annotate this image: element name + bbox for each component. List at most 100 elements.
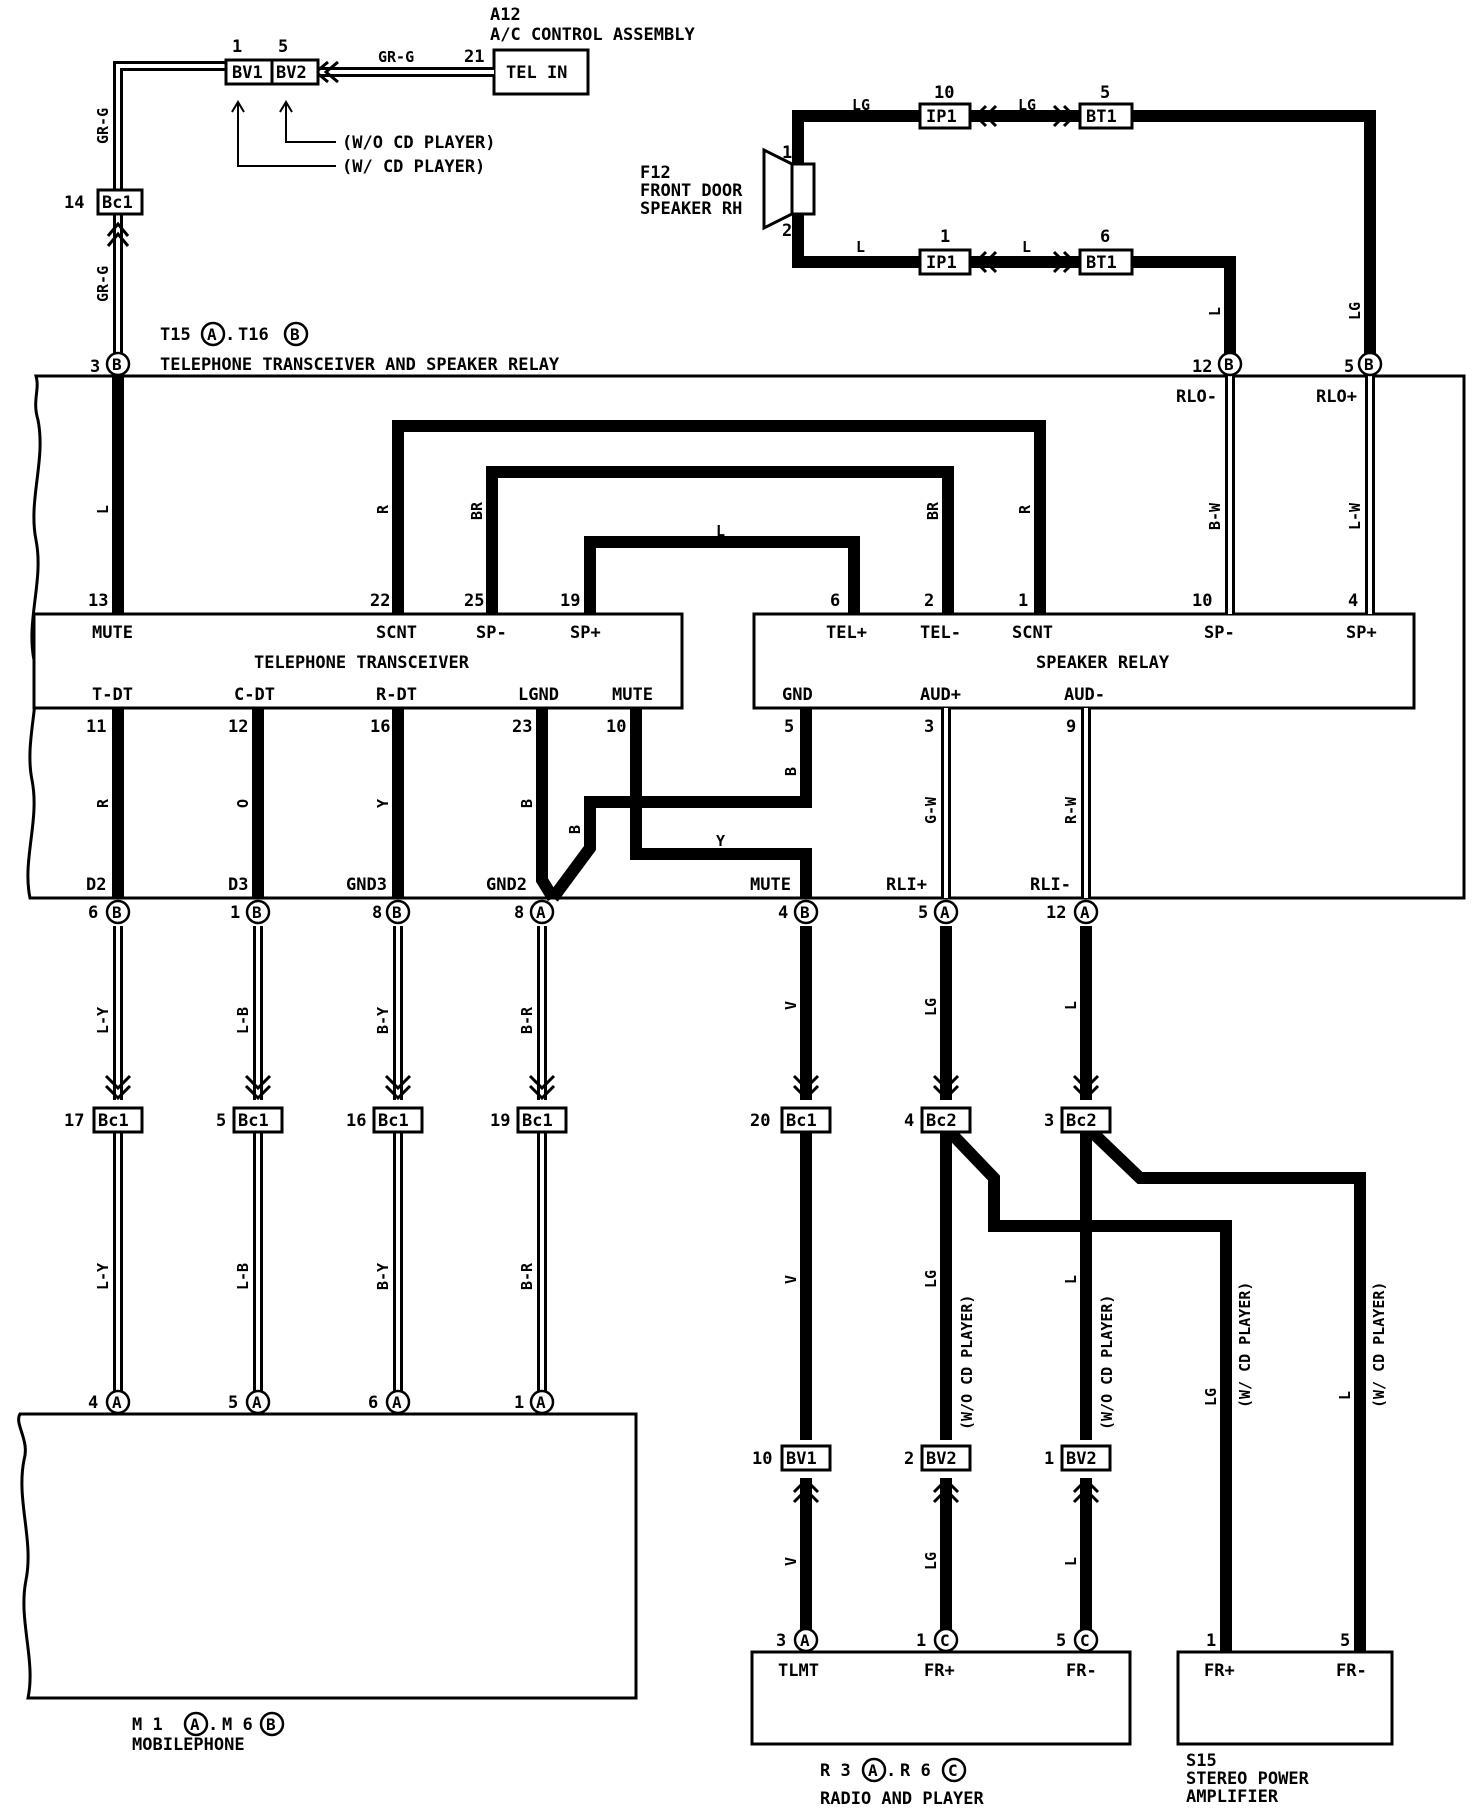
tx-top-19-num: 19: [560, 591, 580, 611]
svg-text:.: .: [886, 1761, 896, 1781]
mob-4a-conn: A: [112, 1393, 122, 1412]
svg-text:L: L: [1206, 307, 1224, 316]
svg-text:B: B: [290, 325, 300, 344]
svg-text:S15: S15: [1186, 1751, 1217, 1771]
svg-text:MOBILEPHONE: MOBILEPHONE: [132, 1735, 245, 1755]
svg-text:R 6: R 6: [900, 1761, 931, 1781]
svg-text:LG: LG: [1202, 1388, 1220, 1406]
bot-d3-num: 1: [230, 903, 240, 923]
svg-text:Bc1: Bc1: [786, 1111, 817, 1131]
radio-and-player-box: [750, 1650, 1132, 1746]
svg-text:Bc1: Bc1: [102, 193, 133, 213]
junction-bv1-top: BV1 1: [224, 37, 274, 86]
bot-d2-num: 6: [88, 903, 98, 923]
bot-d3-label: D3: [228, 875, 248, 895]
tx-top-22-num: 22: [370, 591, 390, 611]
rl-bot-9-num: 9: [1066, 717, 1076, 737]
svg-text:LG: LG: [922, 1552, 940, 1570]
svg-text:G-W: G-W: [922, 796, 940, 824]
pin-5b-label: RLO+: [1316, 387, 1357, 407]
tx-top-25-label: SP-: [476, 623, 507, 643]
svg-text:L: L: [1336, 1391, 1354, 1400]
tx-bot-10-label: MUTE: [612, 685, 653, 705]
svg-text:L: L: [716, 522, 725, 540]
bot-rli-minus-conn: A: [1080, 903, 1090, 922]
note-w-cd-top: (W/ CD PLAYER): [342, 157, 485, 177]
svg-text:Bc1: Bc1: [98, 1111, 129, 1131]
rl-top-10-num: 10: [1192, 591, 1212, 611]
tx-bot-12-label: C-DT: [234, 685, 275, 705]
rl-bot-3-label: AUD+: [920, 685, 961, 705]
junction-ip1-a: IP1 10: [918, 83, 972, 130]
junction-bc1-20: Bc1 20: [750, 1106, 832, 1134]
wire-color-labels: GR-G LG LG L L L Y GR-G GR-G L LG L R BR…: [94, 48, 1364, 1570]
radio-5c-num: 5: [1056, 1631, 1066, 1651]
svg-text:R: R: [374, 504, 392, 514]
bot-gnd2-num: 8: [514, 903, 524, 923]
pin-3b-num: 3: [90, 357, 100, 377]
tx-bot-23-label: LGND: [518, 685, 559, 705]
tx-bot-12-num: 12: [228, 717, 248, 737]
svg-text:B: B: [266, 1715, 276, 1734]
svg-text:.: .: [225, 325, 235, 345]
svg-text:LG: LG: [1346, 302, 1364, 320]
svg-text:1: 1: [232, 37, 242, 57]
svg-text:C: C: [948, 1761, 958, 1780]
amp-5-label: FR-: [1336, 1661, 1367, 1681]
stereo-amp-title: S15 STEREO POWER AMPLIFIER: [1186, 1751, 1310, 1807]
svg-text:(W/ CD PLAYER): (W/ CD PLAYER): [1236, 1282, 1254, 1408]
svg-text:B-R: B-R: [518, 1262, 536, 1290]
pin-5b-num: 5: [1344, 357, 1354, 377]
rl-top-1-label: SCNT: [1012, 623, 1053, 643]
radio-and-player-title: R 3 A . R 6 C RADIO AND PLAYER: [820, 1757, 985, 1809]
svg-text:1: 1: [1044, 1449, 1054, 1469]
svg-text:BV2: BV2: [926, 1449, 957, 1469]
svg-text:L-Y: L-Y: [94, 1007, 112, 1034]
junction-bc1-5: Bc1 5: [216, 1106, 284, 1134]
bot-mute-num: 4: [778, 903, 788, 923]
a12-terminal-label: TEL IN: [506, 63, 567, 83]
svg-text:BR: BR: [924, 501, 942, 520]
radio-3a-label: TLMT: [778, 1661, 819, 1681]
svg-text:O: O: [234, 799, 252, 808]
junction-bt1-a: BT1 5: [1078, 83, 1134, 130]
bot-rli-plus-conn: A: [940, 903, 950, 922]
f12-id: F12: [640, 163, 671, 183]
rl-top-4-num: 4: [1348, 591, 1358, 611]
svg-text:LG: LG: [922, 1270, 940, 1288]
svg-text:V: V: [782, 1557, 800, 1566]
junction-bc2-3: Bc2 3: [1044, 1106, 1112, 1134]
rl-top-1-num: 1: [1018, 591, 1028, 611]
radio-3a-conn: A: [800, 1631, 810, 1650]
radio-5c-label: FR-: [1066, 1661, 1097, 1681]
tx-top-13-label: MUTE: [92, 623, 133, 643]
tx-bot-11-label: T-DT: [92, 685, 133, 705]
svg-text:LG: LG: [1018, 96, 1036, 114]
radio-3a-num: 3: [776, 1631, 786, 1651]
radio-5c-conn: C: [1080, 1631, 1090, 1650]
svg-text:L-B: L-B: [234, 1263, 252, 1290]
svg-text:STEREO POWER: STEREO POWER: [1186, 1769, 1310, 1789]
mobilephone-title: M 1 A . M 6 B MOBILEPHONE: [132, 1711, 285, 1755]
svg-text:BV2: BV2: [276, 63, 307, 83]
svg-text:Bc2: Bc2: [926, 1111, 957, 1131]
radio-1c-num: 1: [916, 1631, 926, 1651]
amp-1-num: 1: [1206, 1631, 1216, 1651]
rl-bot-9-label: AUD-: [1064, 685, 1105, 705]
f12-pin1: 1: [782, 143, 792, 163]
tx-bot-11-num: 11: [86, 717, 106, 737]
svg-text:T16: T16: [238, 325, 269, 345]
bot-gnd3-label: GND3: [346, 875, 387, 895]
junction-bc2-4: Bc2 4: [904, 1106, 972, 1134]
note-wo-cd-top: (W/O CD PLAYER): [342, 133, 496, 153]
svg-text:Bc2: Bc2: [1066, 1111, 1097, 1131]
svg-text:L: L: [94, 505, 112, 514]
rl-top-4-label: SP+: [1346, 623, 1377, 643]
radio-1c-conn: C: [940, 1631, 950, 1650]
svg-text:A: A: [868, 1761, 878, 1780]
bot-d2-conn: B: [112, 903, 122, 922]
bot-gnd2-conn: A: [536, 903, 546, 922]
rl-bot-5-num: 5: [784, 717, 794, 737]
svg-text:10: 10: [752, 1449, 772, 1469]
